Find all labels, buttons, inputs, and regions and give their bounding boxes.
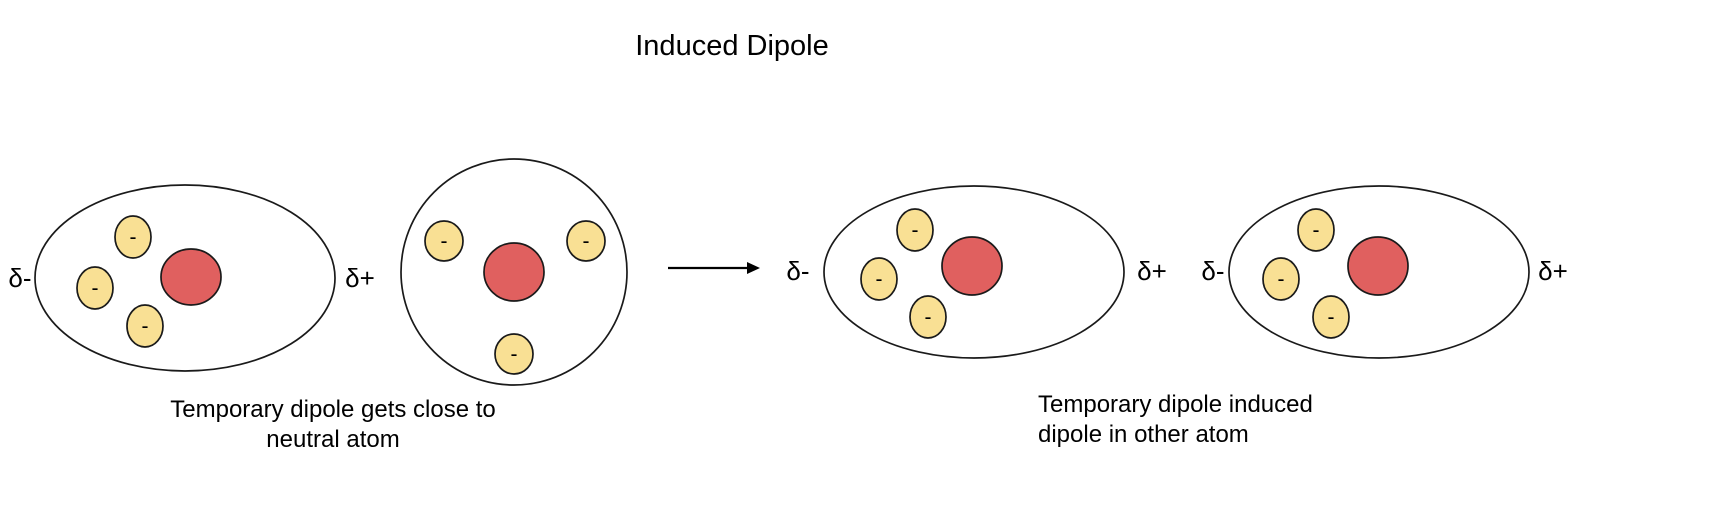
electron-circle	[1312, 295, 1350, 339]
atom-1-temporary-dipole: - - - δ-δ+	[8, 184, 375, 372]
delta-positive-right: δ+	[1538, 256, 1568, 286]
electron-circle	[114, 215, 152, 259]
electron-circle	[860, 257, 898, 301]
page-title: Induced Dipole	[635, 30, 828, 62]
electron-circle	[494, 333, 534, 375]
electron: -	[566, 220, 606, 262]
caption-line: dipole in other atom	[1038, 421, 1249, 448]
electron: -	[424, 220, 464, 262]
electron-charge-sign: -	[511, 343, 518, 366]
nucleus	[483, 242, 545, 302]
electron-charge-sign: -	[1328, 306, 1335, 329]
electron: -	[494, 333, 534, 375]
process-arrow	[668, 262, 760, 274]
electron-charge-sign: -	[1313, 219, 1320, 242]
electron-circle	[896, 208, 934, 252]
electron-charge-sign: -	[912, 219, 919, 242]
atom-3-temporary-dipole: - - - δ-δ+	[786, 185, 1167, 359]
electron-circle	[1262, 257, 1300, 301]
nucleus	[941, 236, 1003, 296]
electron-charge-sign: -	[925, 306, 932, 329]
delta-negative-left: δ-	[8, 263, 31, 293]
delta-negative-left: δ-	[1201, 256, 1224, 286]
delta-positive-right: δ+	[1137, 256, 1167, 286]
electron: -	[909, 295, 947, 339]
caption-left: Temporary dipole gets close to neutral at…	[170, 396, 496, 453]
electron-circle	[76, 266, 114, 310]
electron-circle	[1297, 208, 1335, 252]
nucleus	[1347, 236, 1409, 296]
electron-circle	[566, 220, 606, 262]
electron-charge-sign: -	[92, 277, 99, 300]
caption-line: Temporary dipole induced	[1038, 391, 1313, 418]
caption-right: Temporary dipole induced dipole in other …	[1038, 391, 1313, 448]
electron: -	[76, 266, 114, 310]
electron-charge-sign: -	[130, 226, 137, 249]
atom-2-neutral: - - -	[400, 158, 628, 386]
electron-circle	[424, 220, 464, 262]
atom-4-induced-dipole: - - - δ-δ+	[1201, 185, 1568, 359]
electron: -	[126, 304, 164, 348]
electron: -	[1312, 295, 1350, 339]
electron: -	[896, 208, 934, 252]
caption-line: neutral atom	[266, 426, 399, 453]
electron-charge-sign: -	[142, 315, 149, 338]
electron: -	[114, 215, 152, 259]
nucleus	[160, 248, 222, 306]
electron: -	[1297, 208, 1335, 252]
electron-circle	[126, 304, 164, 348]
electron-charge-sign: -	[876, 268, 883, 291]
electron-circle	[909, 295, 947, 339]
captions-group: Temporary dipole gets close to neutral at…	[170, 391, 1313, 453]
electron: -	[860, 257, 898, 301]
electron-charge-sign: -	[583, 230, 590, 253]
delta-negative-left: δ-	[786, 256, 809, 286]
electron: -	[1262, 257, 1300, 301]
process-arrow-head	[747, 262, 760, 274]
electron-charge-sign: -	[1278, 268, 1285, 291]
atoms-group: - - - δ-δ+ - - - - - - δ-δ+ - - - δ-δ+	[8, 158, 1568, 386]
caption-line: Temporary dipole gets close to	[170, 396, 496, 423]
electron-charge-sign: -	[441, 230, 448, 253]
delta-positive-right: δ+	[345, 263, 375, 293]
